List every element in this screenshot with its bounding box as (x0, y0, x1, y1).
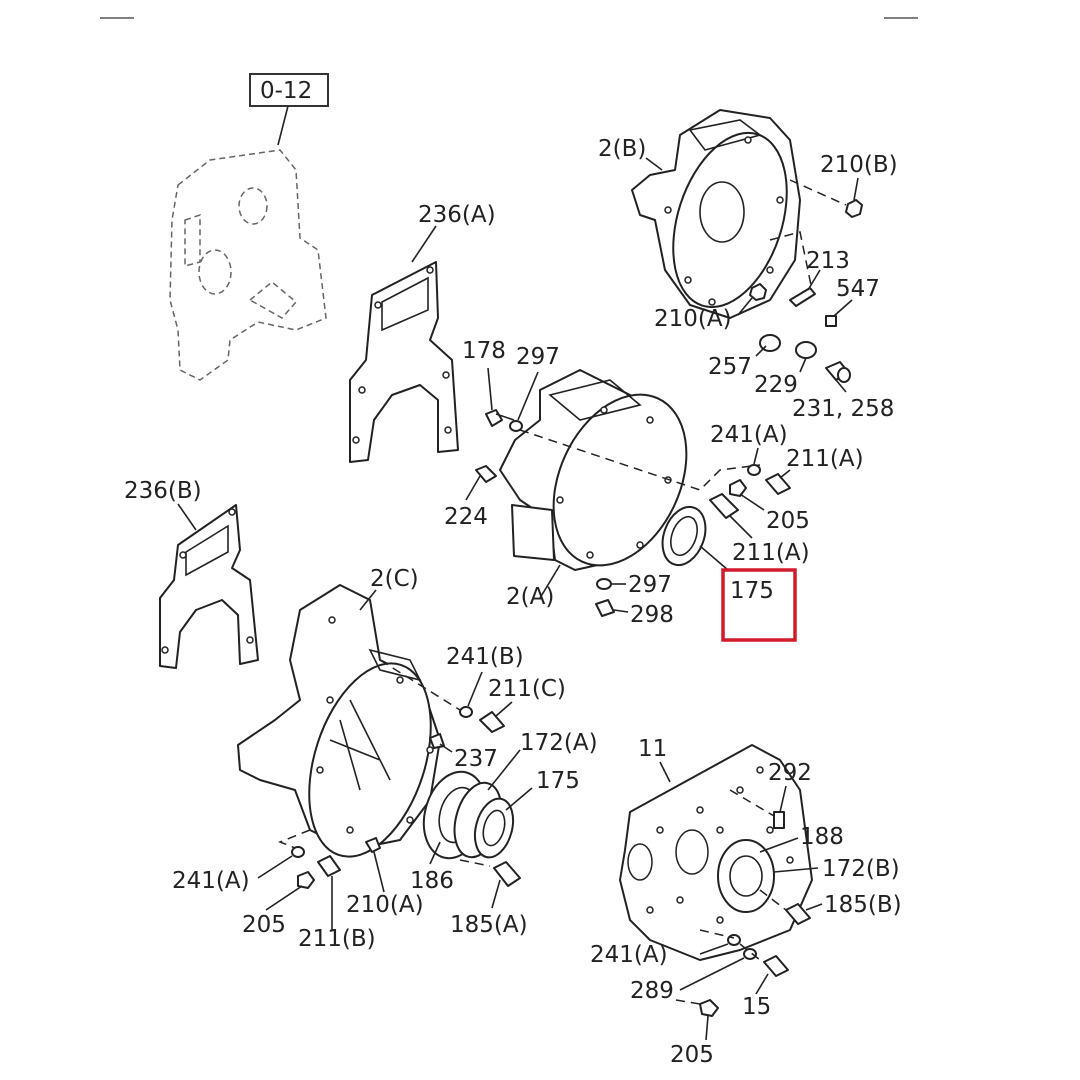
label-205-left: 205 (242, 912, 286, 938)
label-15: 15 (742, 994, 771, 1020)
label-241a-left: 241(A) (172, 868, 250, 894)
bolt-185b (785, 903, 811, 925)
nut-205-bottom (699, 999, 719, 1017)
screw-547 (825, 315, 837, 327)
label-2a: 2(A) (506, 584, 554, 610)
label-241a-mid: 241(A) (710, 422, 788, 448)
nut-205-mid (729, 479, 747, 497)
pin-292 (773, 811, 785, 829)
oil-seal-175 (661, 505, 707, 567)
label-2c: 2(C) (370, 566, 419, 592)
label-292: 292 (768, 760, 812, 786)
label-211a-mid: 211(A) (786, 446, 864, 472)
label-210a-top: 210(A) (654, 306, 732, 332)
label-257: 257 (708, 354, 752, 380)
label-210a-low: 210(A) (346, 892, 424, 918)
label-297-top: 297 (516, 344, 560, 370)
bolt-211a-lower (709, 493, 739, 519)
label-175-low: 175 (536, 768, 580, 794)
label-178: 178 (462, 338, 506, 364)
nut-210a-low (365, 837, 381, 853)
bolt-185a (493, 861, 521, 887)
label-231-258: 231, 258 (792, 396, 894, 422)
label-11: 11 (638, 736, 667, 762)
label-241b: 241(B) (446, 644, 524, 670)
label-547: 547 (836, 276, 880, 302)
plate-11 (619, 744, 813, 961)
pin-213 (789, 287, 816, 307)
label-236a: 236(A) (418, 202, 496, 228)
label-185b: 185(B) (824, 892, 902, 918)
stud-224 (475, 465, 497, 483)
washer-241a-left (291, 846, 305, 858)
label-297-low: 297 (628, 572, 672, 598)
label-237: 237 (454, 746, 498, 772)
bolt-15 (763, 955, 789, 977)
washer-241a-mid (747, 464, 761, 476)
label-213: 213 (806, 248, 850, 274)
oil-seal-175-low (473, 797, 515, 859)
bolt-211c (479, 711, 505, 733)
bolt-211b (317, 855, 341, 877)
label-188: 188 (800, 824, 844, 850)
highlight-box-175 (721, 568, 797, 642)
bolt-178 (485, 409, 515, 427)
label-2b: 2(B) (598, 136, 646, 162)
label-211a-lower: 211(A) (732, 540, 810, 566)
flywheel-housing-2a (499, 369, 688, 571)
part-labels: 2(B) 210(B) 213 547 210(A) 257 229 231, … (124, 136, 902, 1068)
washer-297-top (509, 420, 523, 432)
label-211b: 211(B) (298, 926, 376, 952)
label-205-mid: 205 (766, 508, 810, 534)
reference-cover-ghost (169, 149, 327, 381)
bolt-211a-mid (765, 473, 791, 495)
washer-297-low (596, 578, 612, 590)
label-298: 298 (630, 602, 674, 628)
plug-298 (595, 599, 615, 617)
nut-210b (845, 199, 863, 218)
bearing-188 (717, 839, 775, 913)
gasket-236b (159, 504, 259, 669)
label-175-highlighted: 175 (730, 578, 774, 604)
label-224: 224 (444, 504, 488, 530)
flywheel-housing-2b (631, 109, 801, 319)
label-210b: 210(B) (820, 152, 898, 178)
plug-229 (795, 341, 817, 359)
label-185a: 185(A) (450, 912, 528, 938)
label-229: 229 (754, 372, 798, 398)
flywheel-housing-2c (237, 584, 441, 858)
label-205-bottom: 205 (670, 1042, 714, 1068)
label-241a-right: 241(A) (590, 942, 668, 968)
washer-241b (459, 706, 473, 718)
label-211c: 211(C) (488, 676, 566, 702)
reference-box: 0-12 (249, 73, 329, 146)
label-172a: 172(A) (520, 730, 598, 756)
label-172b: 172(B) (822, 856, 900, 882)
nut-210a-top (749, 283, 767, 301)
reference-box-label: 0-12 (260, 78, 312, 104)
nut-205-left (297, 871, 315, 889)
washer-289 (743, 948, 757, 960)
label-289: 289 (630, 978, 674, 1004)
label-186: 186 (410, 868, 454, 894)
gasket-236a (349, 261, 459, 463)
bolt-231 (825, 361, 851, 383)
label-236b: 236(B) (124, 478, 202, 504)
